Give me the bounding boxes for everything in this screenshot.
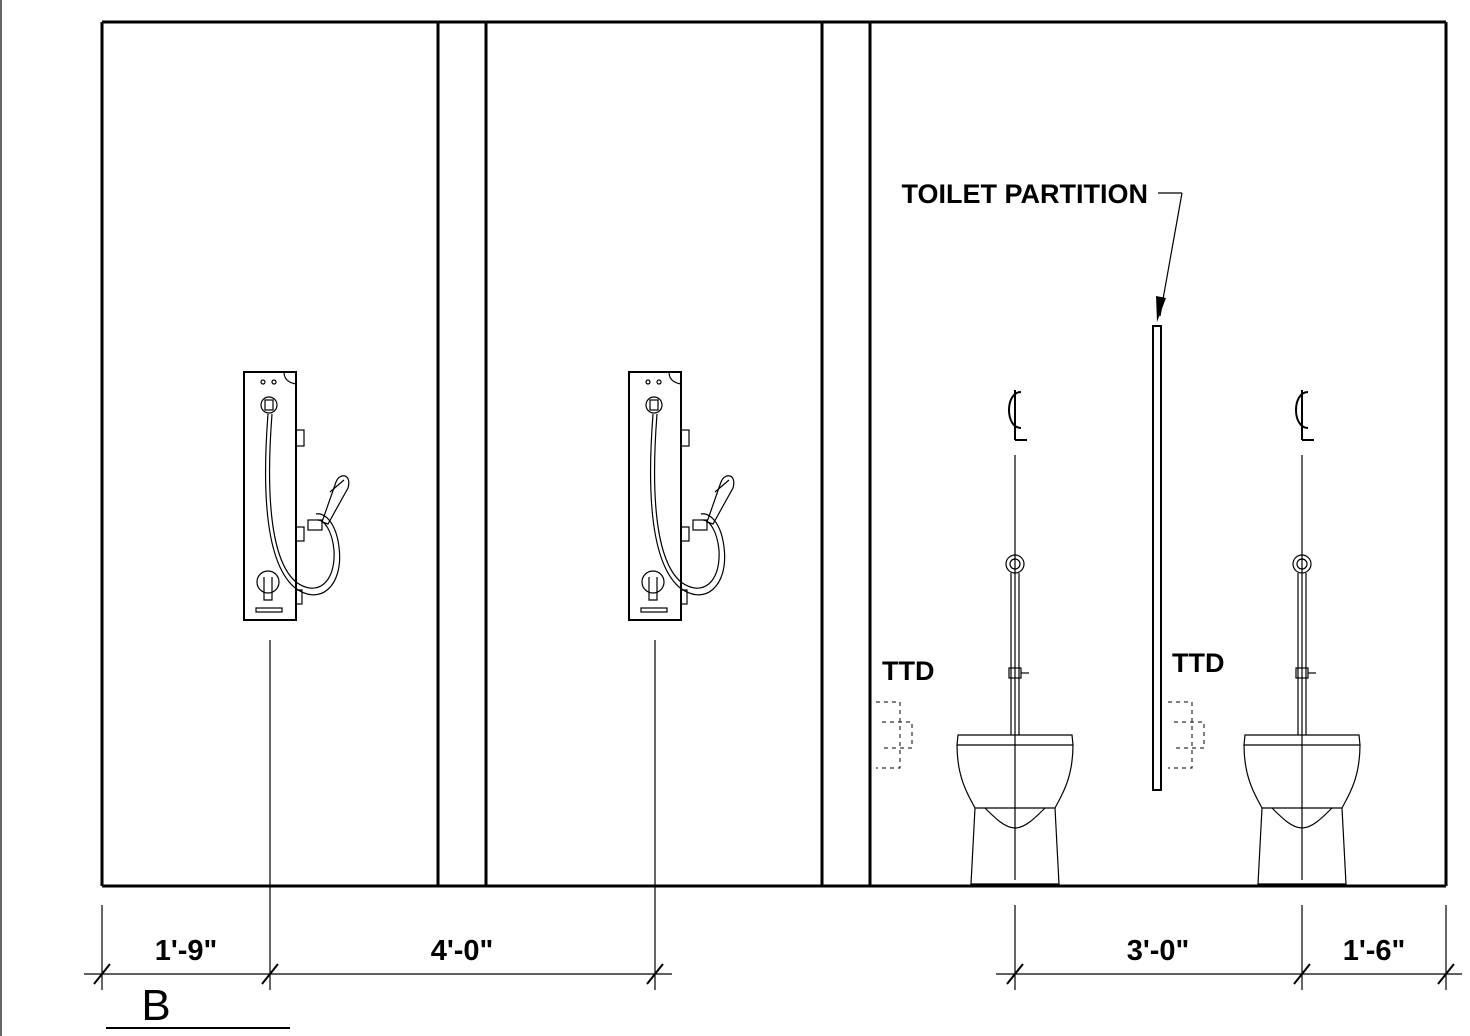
centerline-symbol-1 (1008, 390, 1027, 441)
toilet-tissue-dispenser-2 (1168, 701, 1205, 769)
toilet-partition (1152, 325, 1162, 791)
shower-panel-1 (243, 371, 350, 621)
dimension-line-right (996, 905, 1462, 990)
dimension-line-left (84, 905, 672, 990)
wall-outline (100, 20, 1448, 888)
toilet-2 (1243, 455, 1361, 885)
toilet-tissue-dispenser-1 (876, 701, 913, 769)
ttd-label-2: TTD (1172, 648, 1224, 678)
dimension-text-3: 3'-0" (1127, 935, 1190, 967)
centerline-symbol-2 (1295, 390, 1314, 441)
wall-pilaster-2 (820, 22, 872, 886)
dimension-text-2: 4'-0" (431, 935, 494, 967)
dimension-text-4: 1'-6" (1343, 935, 1406, 967)
toilet-1 (956, 455, 1074, 885)
section-mark: B (141, 981, 170, 1030)
wall-pilaster-1 (436, 22, 488, 886)
shower-panel-2 (628, 371, 735, 621)
partition-leader (1156, 192, 1183, 322)
ttd-label-1: TTD (882, 656, 934, 686)
dimension-text-1: 1'-9" (155, 935, 218, 967)
partition-label: TOILET PARTITION (902, 179, 1149, 209)
